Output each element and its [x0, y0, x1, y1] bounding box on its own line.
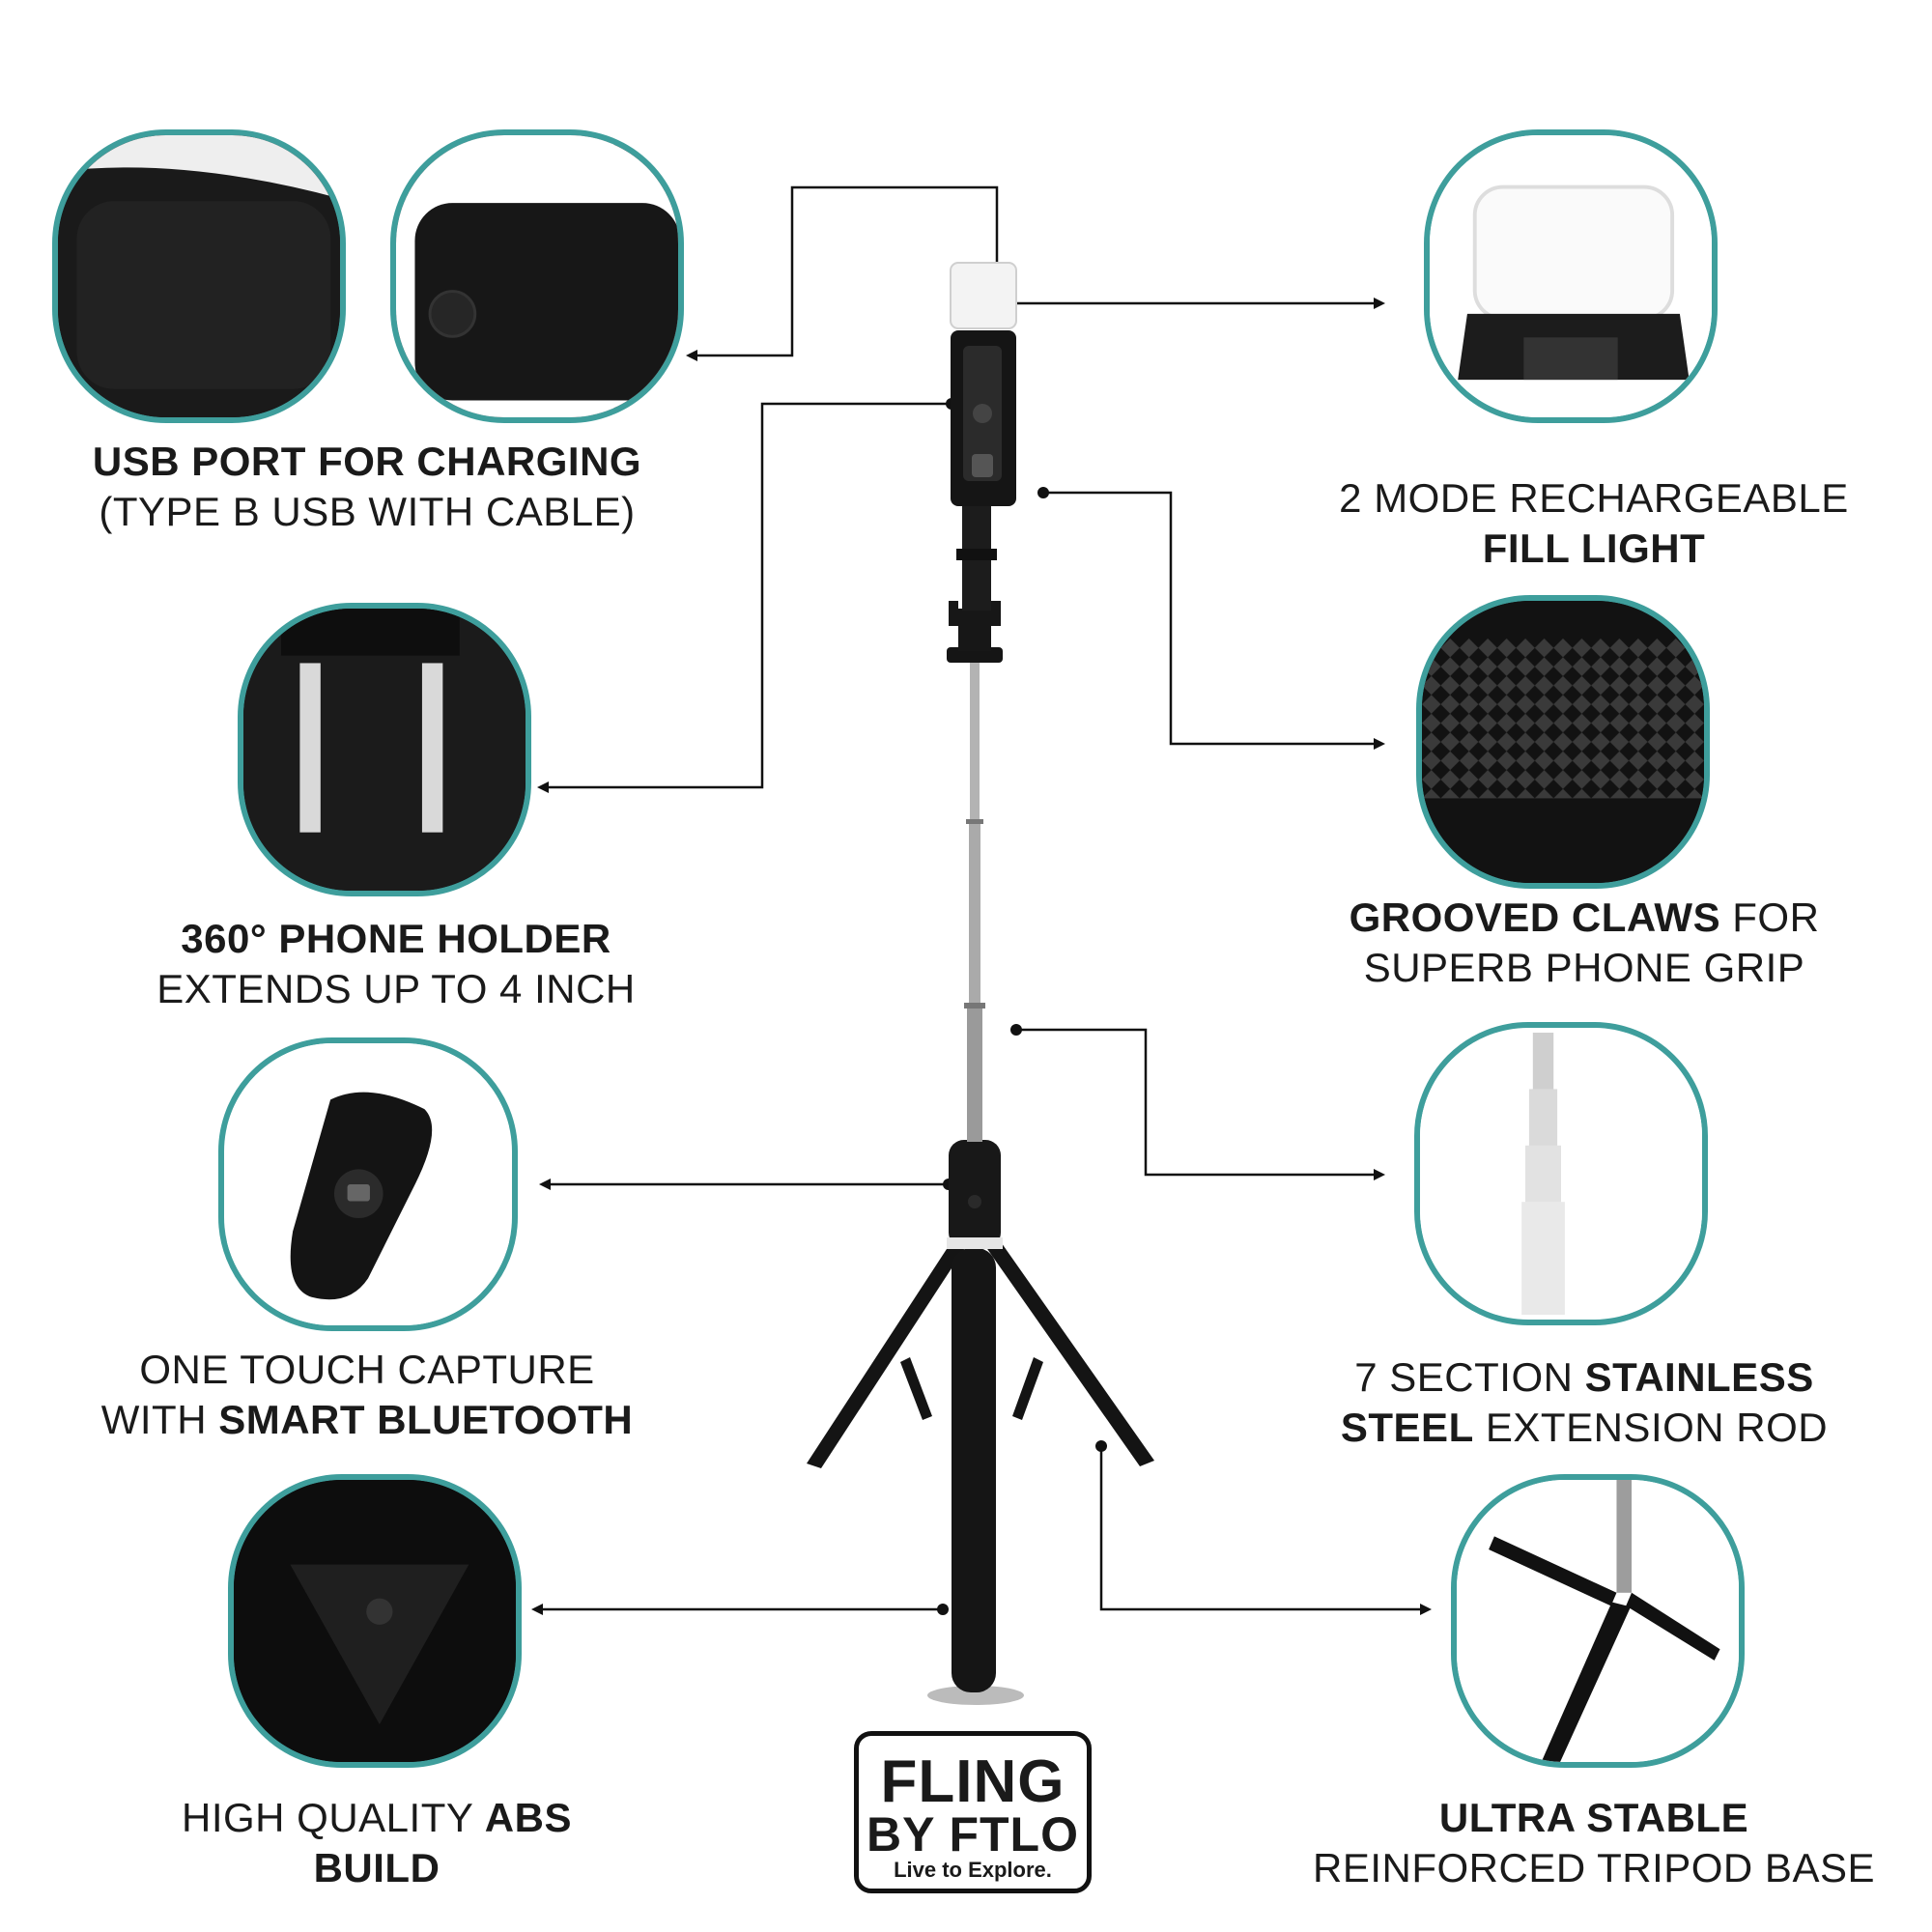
extension-rod-pre: 7 SECTION [1354, 1354, 1585, 1400]
phone-holder-caption: 360° PHONE HOLDER EXTENDS UP TO 4 INCH [97, 914, 696, 1014]
logo-line1: FLING [880, 1748, 1065, 1815]
usb-port-caption: USB PORT FOR CHARGING (TYPE B USB WITH C… [58, 437, 676, 537]
tripod-base-closeup-thumb [1451, 1474, 1745, 1768]
tripod-base-line2: REINFORCED TRIPOD BASE [1313, 1845, 1875, 1890]
bluetooth-line2-bold: SMART BLUETOOTH [218, 1397, 634, 1442]
logo-line2: BY FTLO [867, 1807, 1079, 1861]
extension-rod-closeup-thumb [1414, 1022, 1708, 1325]
abs-build-pre: HIGH QUALITY [182, 1795, 485, 1840]
grooved-claws-caption: GROOVED CLAWS FOR SUPERB PHONE GRIP [1275, 893, 1893, 993]
phone-holder-subtitle: EXTENDS UP TO 4 INCH [156, 966, 636, 1011]
grooved-claws-closeup-thumb [1416, 595, 1710, 889]
bluetooth-caption: ONE TOUCH CAPTURE WITH SMART BLUETOOTH [58, 1345, 676, 1445]
abs-build-closeup-thumb [228, 1474, 522, 1768]
grooved-claws-line2: SUPERB PHONE GRIP [1363, 945, 1805, 990]
fill-light-closeup-thumb [1424, 129, 1718, 423]
extension-rod-caption: 7 SECTION STAINLESS STEEL EXTENSION ROD [1275, 1352, 1893, 1453]
bluetooth-remote-closeup-thumb [218, 1037, 518, 1331]
grooved-claws-bold: GROOVED CLAWS [1349, 895, 1721, 940]
abs-build-caption: HIGH QUALITY ABS BUILD [77, 1793, 676, 1893]
fill-light-line1: 2 MODE RECHARGEABLE [1339, 475, 1849, 521]
usb-port-closeup-thumb [52, 129, 346, 423]
button-closeup-thumb [390, 129, 684, 423]
extension-rod-bold: STAINLESS [1584, 1354, 1814, 1400]
fill-light-caption: 2 MODE RECHARGEABLE FILL LIGHT [1294, 473, 1893, 574]
phone-holder-closeup-thumb [238, 603, 531, 896]
grooved-claws-rest: FOR [1720, 895, 1820, 940]
bluetooth-line2-pre: WITH [100, 1397, 219, 1442]
abs-build-bold: ABS [484, 1795, 572, 1840]
usb-port-subtitle: (TYPE B USB WITH CABLE) [99, 489, 636, 534]
usb-port-title: USB PORT FOR CHARGING [92, 439, 642, 484]
tripod-base-bold: ULTRA STABLE [1438, 1795, 1749, 1840]
extension-rod-line2-bold: STEEL [1340, 1405, 1474, 1450]
brand-logo: FLING BY FTLO Live to Explore. [854, 1731, 1092, 1893]
abs-build-line2: BUILD [313, 1845, 440, 1890]
tripod-base-caption: ULTRA STABLE REINFORCED TRIPOD BASE [1275, 1793, 1913, 1893]
bluetooth-line1: ONE TOUCH CAPTURE [139, 1347, 595, 1392]
extension-rod-line2-rest: EXTENSION ROD [1473, 1405, 1829, 1450]
logo-tagline: Live to Explore. [894, 1858, 1052, 1882]
fill-light-line2: FILL LIGHT [1482, 526, 1706, 571]
phone-holder-title: 360° PHONE HOLDER [181, 916, 611, 961]
